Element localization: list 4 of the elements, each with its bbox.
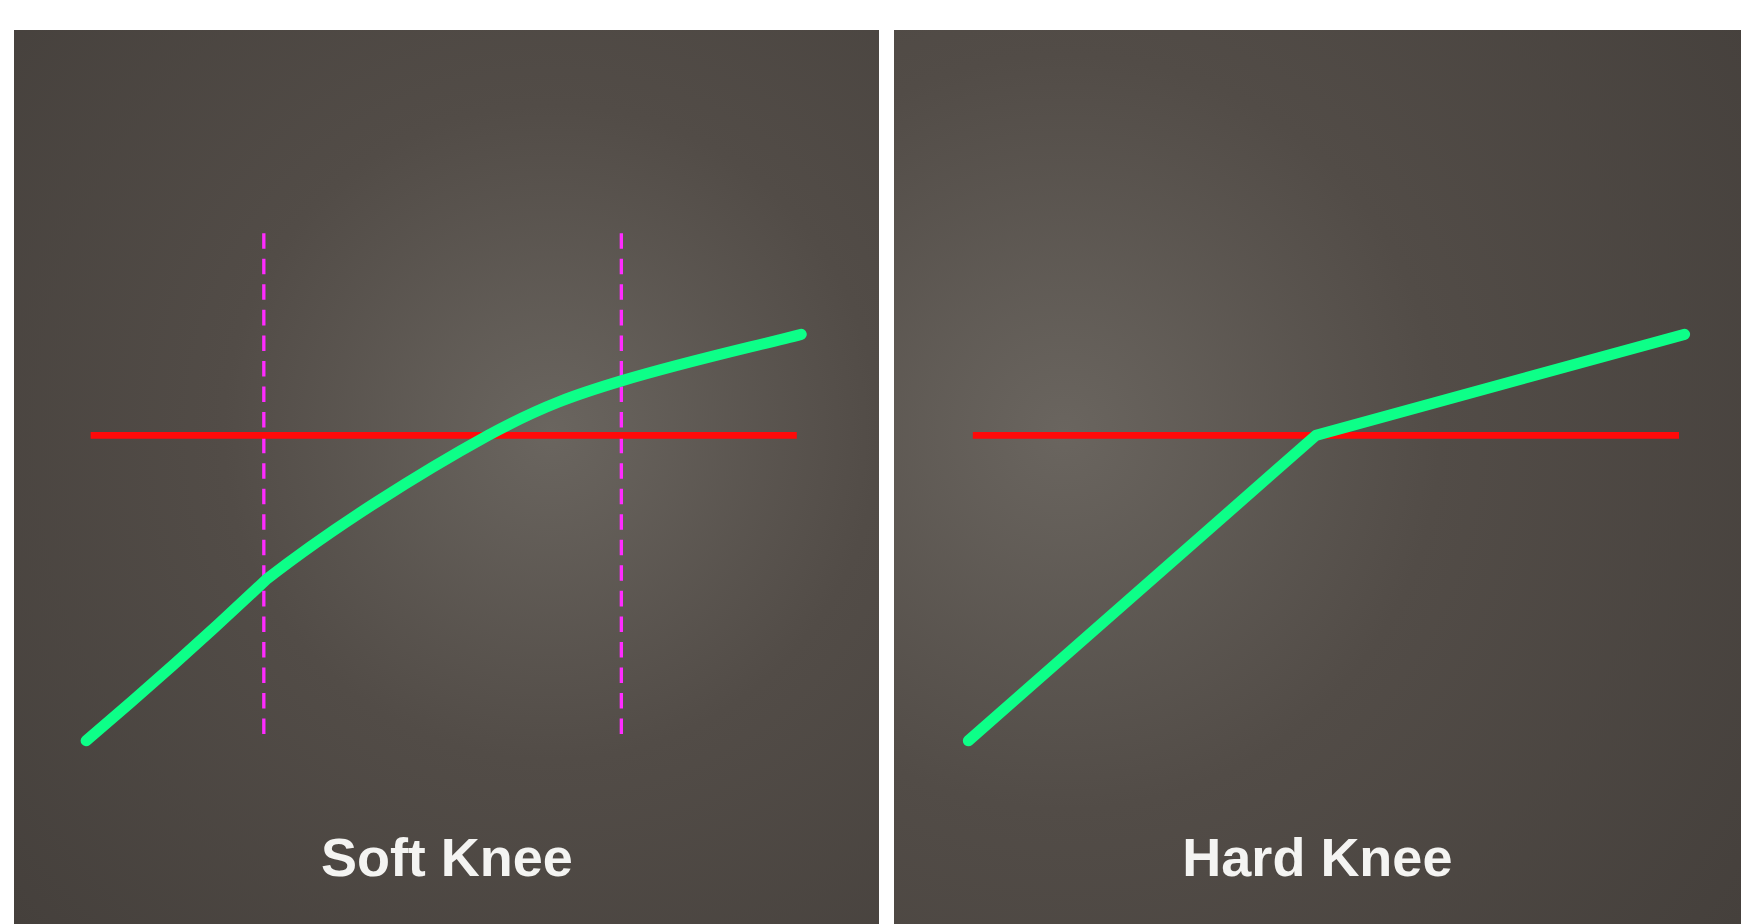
graph-panel [893, 29, 1741, 924]
panel-title: Soft Knee [320, 827, 573, 888]
panel-title: Hard Knee [1182, 827, 1453, 888]
graph-panel [14, 29, 880, 924]
